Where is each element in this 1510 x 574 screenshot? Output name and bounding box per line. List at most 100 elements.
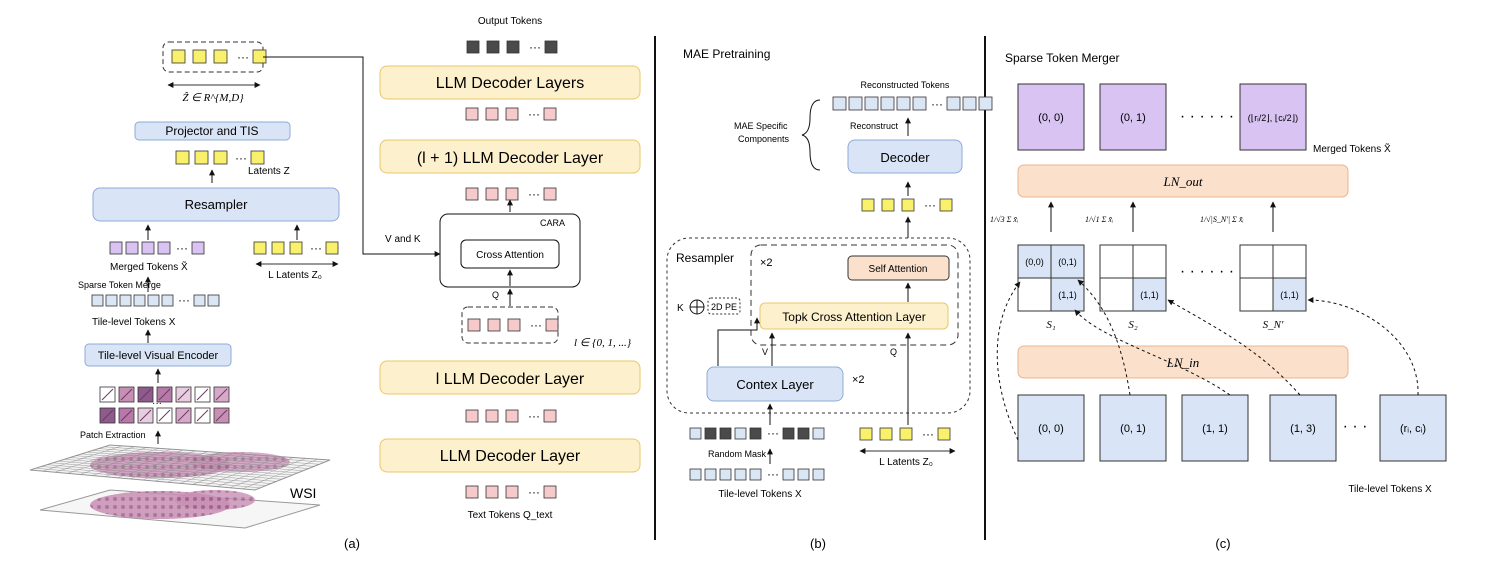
ellipsis: ··· [235,151,247,165]
token [171,49,186,64]
token [881,198,895,212]
wsi-slide [29,444,331,529]
token [485,107,499,121]
merged-tokens: ··· [109,241,205,255]
grid-cell-label: (1,1) [1058,290,1077,300]
token [271,241,285,255]
token [543,107,557,121]
merge-links [996,279,1419,441]
token [505,485,519,499]
grid-cell-label: (0,0) [1025,257,1044,267]
token [880,96,895,111]
ellipsis: ··· [529,40,541,54]
token [749,427,762,440]
reconstruct-label: Reconstruct [850,121,899,131]
grid-cell [1017,277,1052,312]
pe-box [707,297,741,315]
pink-tokens: ··· [465,485,557,499]
panel-b: MAE Pretraining Reconstructed Tokens ···… [666,47,993,551]
panel-c: Sparse Token Merger (0, 0) (0, 1) · · · … [990,51,1447,551]
grid-cell [1272,277,1307,312]
tile-tokens-b-label: Tile-level Tokens X [718,489,802,500]
token [505,187,519,201]
ellipsis: ··· [528,485,540,499]
token [896,96,911,111]
grid-cell-label: (1,1) [1140,290,1159,300]
formula-1: 1/√3 Σ x̃ᵢ [990,215,1018,224]
wsi-label: WSI [290,485,316,501]
token [161,294,174,307]
token [207,294,220,307]
times2b-label: ×2 [852,374,865,386]
token [861,198,875,212]
token [939,198,953,212]
ellipsis: ··· [528,107,540,121]
repeat-region [750,244,959,346]
tile-tokens: ··· [689,467,825,481]
token [119,294,132,307]
token [175,150,190,165]
ellipsis: ··· [530,318,542,332]
token [505,409,519,423]
grid-cell [1239,277,1274,312]
tile-token [1269,394,1337,462]
q-b-label: Q [890,347,897,357]
token [191,241,205,255]
random-mask-label: Random Mask [708,449,767,459]
ellipsis: ··· [767,426,779,440]
ellipsis: ··· [767,467,779,481]
token [946,96,961,111]
l-latents-tokens: ··· [859,427,951,441]
token [485,409,499,423]
ellipsis: ··· [152,398,162,409]
token [689,468,702,481]
token [465,187,479,201]
times2-label: ×2 [760,257,773,269]
tile-token [1379,394,1447,462]
llm-layers-box [379,65,641,100]
token [487,318,501,332]
merged-label-1: (0, 0) [1038,112,1064,124]
token [545,318,559,332]
tile-token-label: (1, 1) [1202,423,1228,435]
grid-cell [1099,277,1134,312]
l-latents-tokens: ··· [253,241,339,255]
token [782,468,795,481]
token [289,241,303,255]
contex-label: Contex Layer [736,377,814,392]
grid-cell [1272,244,1307,279]
token [782,427,795,440]
ln-in-box [1017,345,1349,379]
projector-box [134,121,291,141]
dots-mid: · · · · · · [1180,263,1234,280]
tile-token [1181,394,1249,462]
latents-tokens: ··· [175,150,265,165]
token [157,241,171,255]
token [899,427,913,441]
mae-title: MAE Pretraining [683,47,770,61]
ellipsis: ··· [310,241,322,255]
sparse-merge-label: Sparse Token Merge [78,280,161,290]
token [797,468,810,481]
latent-tokens: ··· [861,198,953,212]
ellipsis: ··· [931,97,943,111]
z-hat-label: Ẑ ∈ R^{M,D} [182,92,244,104]
token-grids: (0,0)(0,1)(1,1)(1,1)(1,1) [1017,244,1307,312]
ellipsis: ··· [528,187,540,201]
stm-title: Sparse Token Merger [1005,51,1120,65]
v-and-k-label: V and K [385,234,421,245]
ellipsis: ··· [528,409,540,423]
token [879,427,893,441]
self-attention-box [847,255,950,281]
pink-tokens: ··· [465,187,557,201]
tile-tokens-c-label: Tile-level Tokens X [1348,484,1432,495]
ellipsis: ··· [237,50,249,64]
patch-images: ··· [99,386,230,424]
ln-in-label: LN_in [1166,355,1200,370]
token [465,107,479,121]
token [125,241,139,255]
token [848,96,863,111]
grid-cell [1239,244,1274,279]
token [812,427,825,440]
